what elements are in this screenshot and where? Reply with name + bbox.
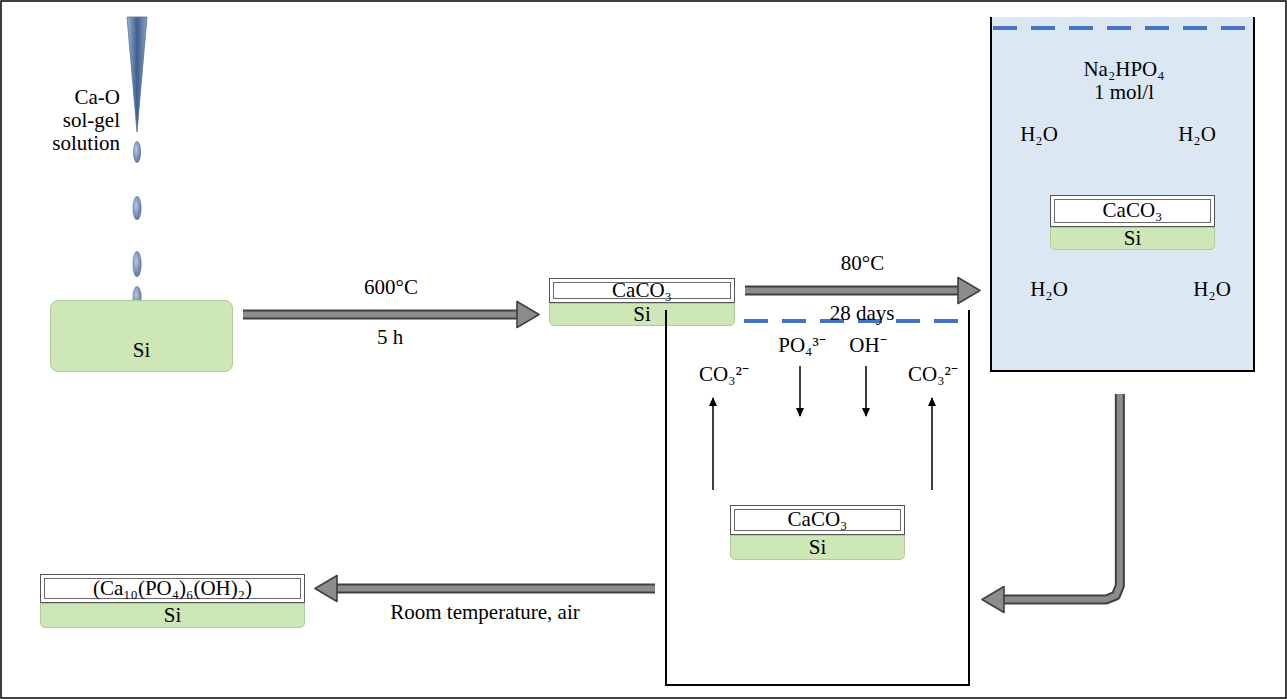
beaker: CO₃²⁻ PO₄³⁻ OH⁻ CO₃²⁻ CaCO₃ Si [665,310,970,686]
arrow-head [517,302,539,328]
solution-fill [992,17,1253,370]
layer-label: Si [133,339,151,362]
ion-arrow [799,366,801,416]
drop [133,196,142,220]
condition-label: Room temperature, air [390,601,580,624]
film-layer: (Ca₁₀(PO₄)₆(OH)₂) [40,574,305,603]
beaker: Na₂HPO₄ 1 mol/lH₂O H₂O H₂O H₂O CaCO₃ Si [990,17,1255,372]
ion-arrow [865,366,867,416]
arrow-head [315,576,337,602]
arrow-head [958,278,980,304]
arrow-shaft [745,288,960,294]
film-layer: CaCO₃ [549,278,735,303]
ion-label: CO₃²⁻ [699,363,749,386]
solvent-label: H₂O [1178,123,1216,146]
layer-label: Si [633,303,651,326]
layer-label: (Ca₁₀(PO₄)₆(OH)₂) [93,577,252,600]
process-arrow [745,278,980,304]
pipette [127,17,147,132]
reagent-label: Na₂HPO₄ 1 mol/l [1081,58,1167,104]
substrate: Si [40,603,305,628]
arrow-outline [1002,394,1120,600]
condition-label: 80°C [841,252,884,275]
substrate: Si [1050,227,1215,250]
ion-arrow [712,398,714,490]
drop [133,251,142,277]
layer-label: Si [164,604,182,627]
film-layer: CaCO₃ [730,505,905,535]
condition-label: 600°C [364,276,418,299]
ion-label: PO₄³⁻ [778,334,825,357]
solvent-label: H₂O [1020,123,1058,146]
layer-label: Si [809,536,827,559]
layer-label: CaCO₃ [1103,199,1163,222]
process-arrow [315,576,655,602]
substrate: Si [50,300,233,372]
arrow-shaft [335,586,655,592]
duration-label: 28 days [830,302,895,325]
duration-label: 5 h [377,326,403,349]
ion-label: OH⁻ [849,334,886,357]
arrow-shaft [243,312,519,318]
ion-label: CO₃²⁻ [908,363,958,386]
drop [133,141,141,163]
film-layer: CaCO₃ [1050,195,1215,227]
layer-label: Si [1124,227,1142,250]
arrow-outline [243,310,519,320]
water-surface [993,26,1253,30]
process-arrow [243,302,539,328]
solvent-label: H₂O [1193,278,1231,301]
ion-arrow [931,398,933,490]
arrow-outline [745,286,960,296]
arrow-outline [335,584,655,594]
arrow-shaft [1002,394,1120,600]
material-label: Ca-O sol-gel solution [48,86,120,155]
arrow-head [982,587,1004,613]
solvent-label: H₂O [1030,278,1068,301]
process-arrow [982,394,1120,613]
layer-label: CaCO₃ [788,508,848,531]
layer-label: CaCO₃ [612,279,672,302]
substrate: Si [549,303,735,326]
substrate: Si [730,535,905,560]
